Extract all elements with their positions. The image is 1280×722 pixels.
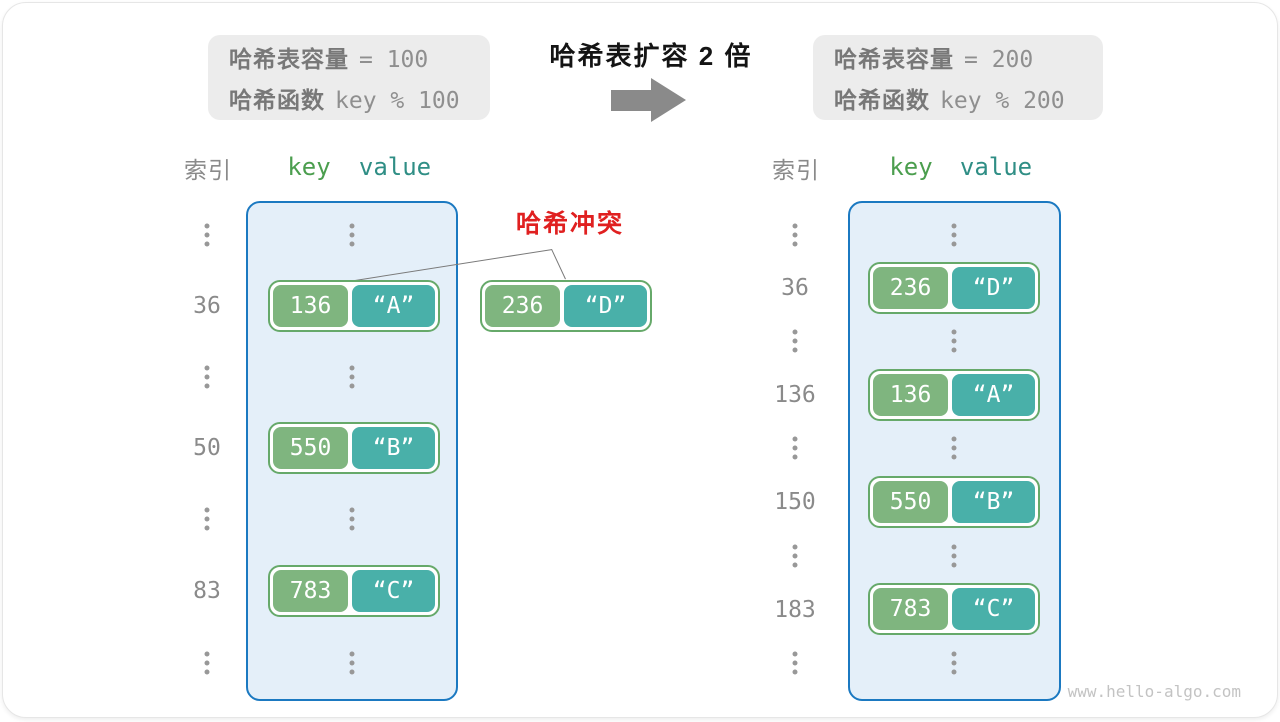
value-cell: “B” — [952, 481, 1035, 523]
hash-function-value: key % 200 — [940, 88, 1065, 114]
collision-label: 哈希冲突 — [515, 210, 625, 238]
key-cell: 136 — [273, 285, 349, 327]
pair-783-C: 783 “C” — [868, 583, 1040, 635]
ellipsis-icon — [951, 651, 957, 675]
value-cell: “A” — [352, 285, 435, 327]
pair-236-D-colliding: 236 “D” — [480, 280, 652, 332]
index-label: 36 — [781, 275, 809, 301]
ellipsis-icon — [204, 223, 210, 247]
pair-550-B: 550 “B” — [268, 422, 440, 474]
value-cell: “D” — [952, 267, 1035, 309]
ellipsis-icon — [349, 223, 355, 247]
left-index-header: 索引 — [184, 157, 232, 183]
ellipsis-icon — [204, 651, 210, 675]
value-cell: “D” — [564, 285, 647, 327]
value-cell: “C” — [952, 588, 1035, 630]
capacity-line: 哈希表容量 = 200 — [834, 40, 1103, 74]
capacity-label: 哈希表容量 — [229, 46, 349, 72]
ellipsis-icon — [204, 365, 210, 389]
ellipsis-icon — [204, 507, 210, 531]
index-label: 136 — [774, 382, 816, 408]
key-cell: 783 — [273, 570, 349, 612]
key-cell: 236 — [485, 285, 561, 327]
ellipsis-icon — [792, 223, 798, 247]
ellipsis-icon — [792, 651, 798, 675]
ellipsis-icon — [349, 507, 355, 531]
key-cell: 136 — [873, 374, 949, 416]
ellipsis-icon — [349, 651, 355, 675]
value-cell: “A” — [952, 374, 1035, 416]
key-cell: 550 — [873, 481, 949, 523]
watermark: www.hello-algo.com — [1067, 682, 1241, 701]
info-box-capacity-100: 哈希表容量 = 100 哈希函数 key % 100 — [208, 35, 490, 120]
key-cell: 783 — [873, 588, 949, 630]
pair-783-C: 783 “C” — [268, 565, 440, 617]
capacity-line: 哈希表容量 = 100 — [229, 40, 490, 74]
hash-function-line: 哈希函数 key % 200 — [834, 81, 1103, 115]
ellipsis-icon — [792, 329, 798, 353]
capacity-label: 哈希表容量 — [834, 46, 954, 72]
diagram-title: 哈希表扩容 2 倍 — [549, 41, 753, 71]
index-label: 150 — [774, 489, 816, 515]
hash-function-label: 哈希函数 — [834, 87, 930, 113]
right-index-header: 索引 — [772, 157, 820, 183]
value-cell: “C” — [352, 570, 435, 612]
ellipsis-icon — [792, 544, 798, 568]
value-cell: “B” — [352, 427, 435, 469]
ellipsis-icon — [792, 436, 798, 460]
right-arrow-icon — [611, 90, 651, 111]
ellipsis-icon — [951, 329, 957, 353]
index-label: 36 — [193, 293, 221, 319]
pair-550-B: 550 “B” — [868, 476, 1040, 528]
right-key-header: key — [889, 153, 933, 181]
collision-connector-line — [551, 249, 566, 280]
key-cell: 550 — [273, 427, 349, 469]
ellipsis-icon — [951, 223, 957, 247]
index-label: 83 — [193, 578, 221, 604]
left-value-header: value — [358, 153, 432, 181]
right-arrow-head-icon — [651, 78, 686, 122]
right-value-header: value — [959, 153, 1033, 181]
index-label: 50 — [193, 435, 221, 461]
ellipsis-icon — [951, 544, 957, 568]
key-cell: 236 — [873, 267, 949, 309]
left-key-header: key — [287, 153, 331, 181]
pair-236-D: 236 “D” — [868, 262, 1040, 314]
pair-136-A: 136 “A” — [868, 369, 1040, 421]
ellipsis-icon — [951, 436, 957, 460]
info-box-capacity-200: 哈希表容量 = 200 哈希函数 key % 200 — [813, 35, 1103, 120]
capacity-value: = 100 — [359, 47, 429, 73]
hash-function-line: 哈希函数 key % 100 — [229, 81, 490, 115]
index-label: 183 — [774, 597, 816, 623]
hash-function-value: key % 100 — [335, 88, 460, 114]
pair-136-A: 136 “A” — [268, 280, 440, 332]
ellipsis-icon — [349, 365, 355, 389]
capacity-value: = 200 — [964, 47, 1034, 73]
hash-function-label: 哈希函数 — [229, 87, 325, 113]
